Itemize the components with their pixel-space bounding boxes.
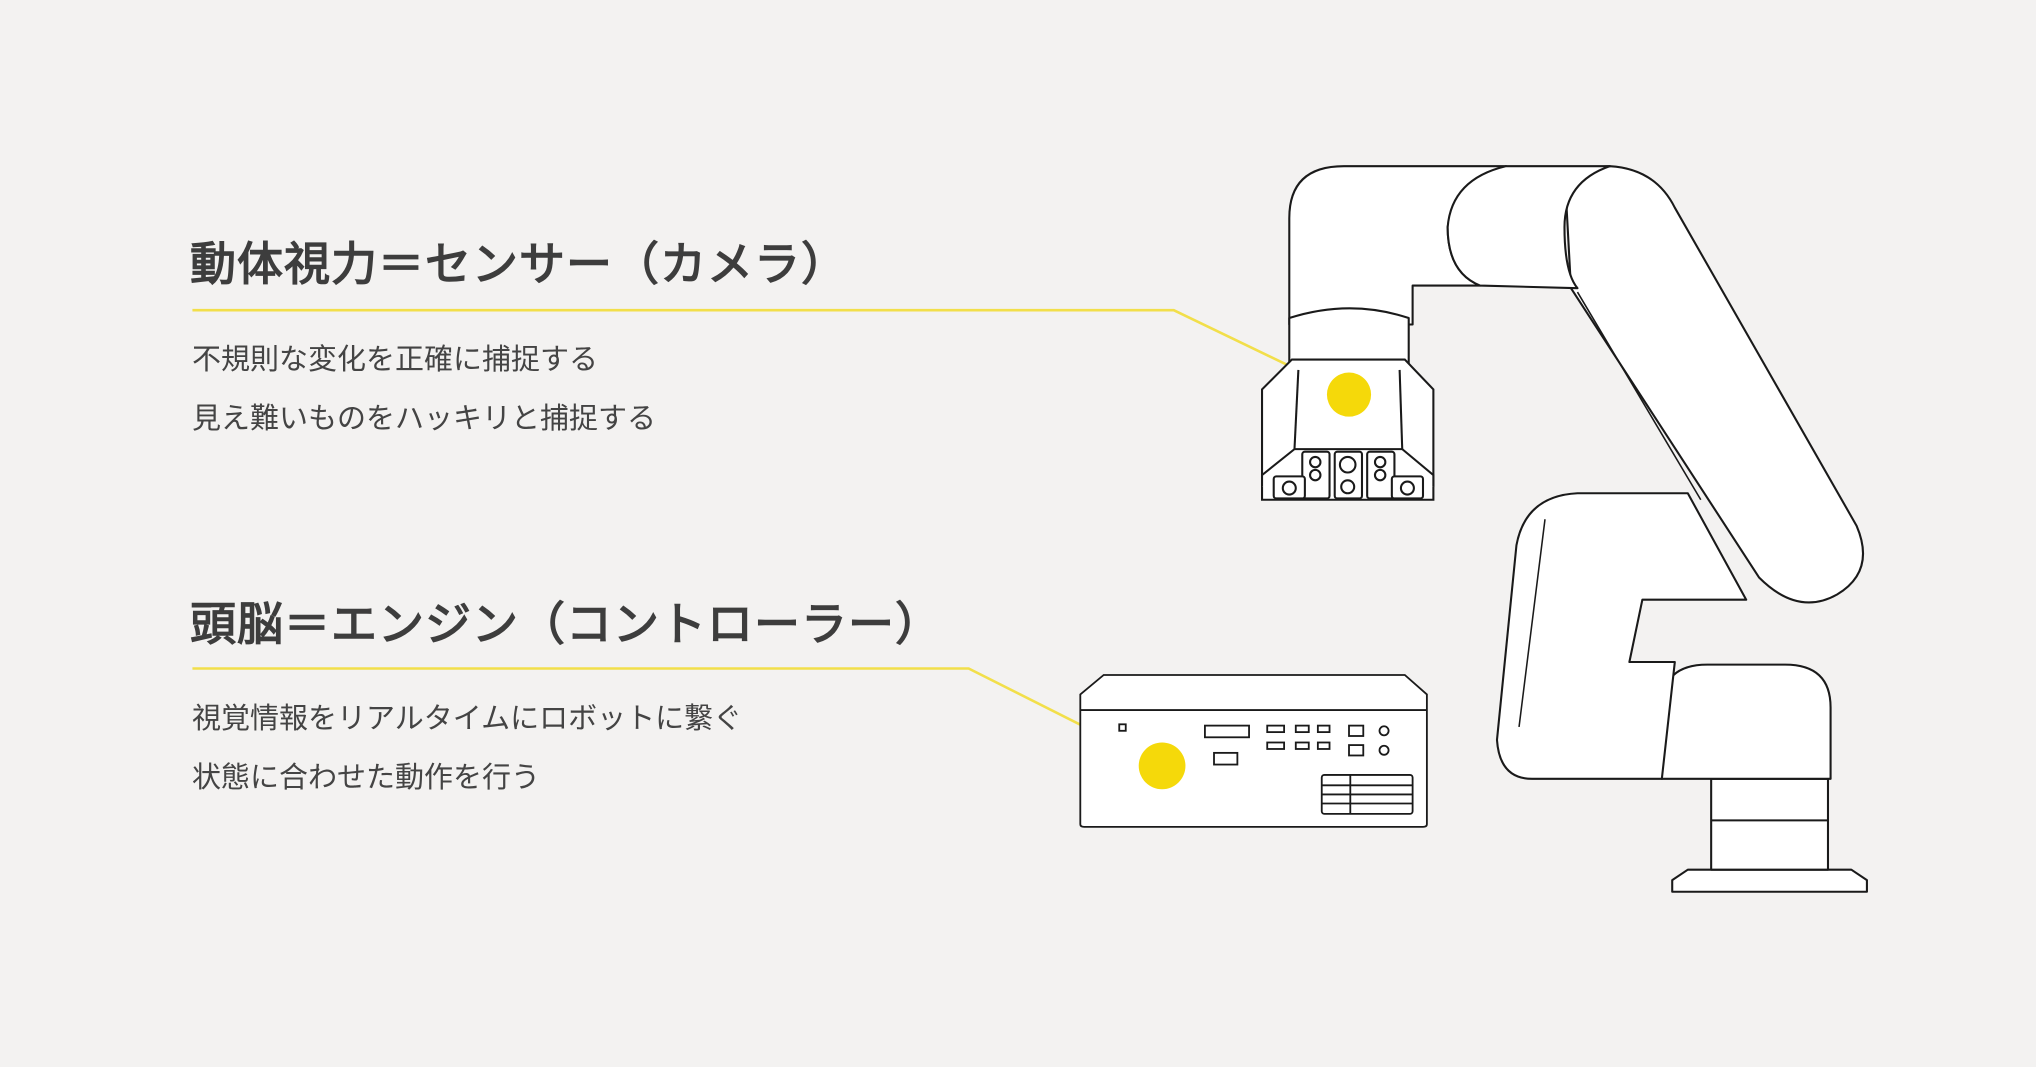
sensor-desc-line-1: 不規則な変化を正確に捕捉する xyxy=(192,342,599,376)
controller-leader-line xyxy=(192,667,1163,768)
sensor-desc-line-2: 見え難いものをハッキリと捕捉する xyxy=(192,401,657,435)
controller-desc-line-1: 視覚情報をリアルタイムにロボットに繋ぐ xyxy=(192,701,743,735)
controller-unit xyxy=(1079,674,1428,828)
sensor-leader-line xyxy=(192,308,1350,396)
controller-highlight-dot xyxy=(1138,742,1186,790)
camera-sensor xyxy=(1260,358,1435,501)
robot-arm xyxy=(1288,165,1868,893)
controller-title: 頭脳＝エンジン（コントローラー） xyxy=(190,597,942,651)
sensor-highlight-dot xyxy=(1326,372,1372,417)
controller-desc-line-2: 状態に合わせた動作を行う xyxy=(192,760,541,794)
sensor-title: 動体視力＝センサー（カメラ） xyxy=(190,237,848,291)
